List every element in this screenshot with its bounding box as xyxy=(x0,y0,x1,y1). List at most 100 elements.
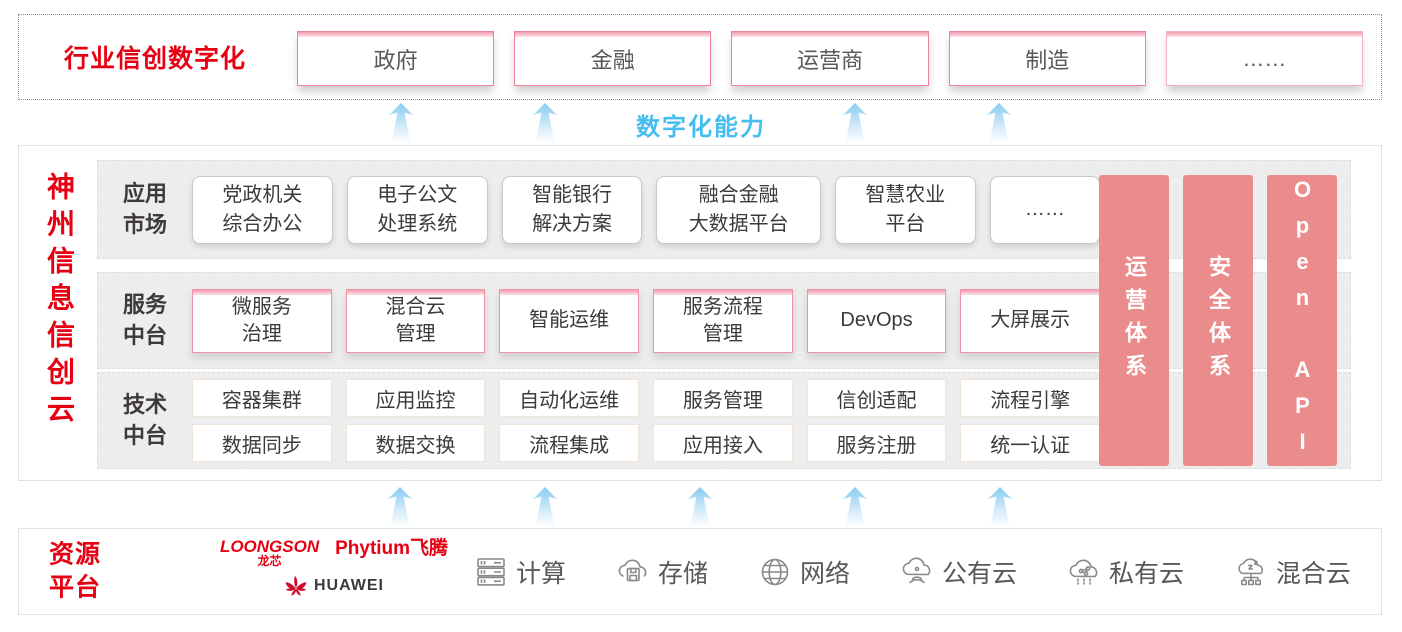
row-tech-platform-inner: 技术 中台 容器集群 应用监控 自动化运维 服务管理 信创适配 流程引擎 数据同… xyxy=(112,373,1101,468)
app-box-more: …… xyxy=(989,175,1101,244)
svc-box-service-process-mgmt: 服务流程 管理 xyxy=(653,288,793,353)
resource-item-private-cloud: 私有云 xyxy=(1064,552,1184,592)
tab-accent-strip xyxy=(949,32,1145,37)
up-arrow-icon xyxy=(388,487,412,527)
svc-box-label: DevOps xyxy=(840,309,913,331)
svc-box-devops: DevOps xyxy=(806,288,947,353)
row-service-platform-inner: 服务 中台 微服务 治理 混合云 管理 智能运维 服务流程 管理 DevOps … xyxy=(112,273,1101,368)
box-accent-strip xyxy=(654,289,792,295)
resource-item-network: 网络 xyxy=(755,552,850,592)
huawei-wordmark: HUAWEI xyxy=(314,577,384,595)
industry-tab-manufacturing: 制造 xyxy=(948,31,1146,86)
tech-box-unified-auth: 统一认证 xyxy=(960,424,1101,462)
tab-accent-strip xyxy=(515,32,711,37)
vendor-logos: LOONGSON 龙芯 Phytium飞腾 HUAWEI xyxy=(209,538,459,597)
resource-item-label: 私有云 xyxy=(1108,559,1184,588)
pillar-security-system: 安全体系 xyxy=(1183,175,1253,466)
capability-label: 数字化能力 xyxy=(636,114,766,141)
resource-panel: 资源 平台 LOONGSON 龙芯 Phytium飞腾 xyxy=(18,528,1382,615)
app-box-smart-agriculture: 智慧农业 平台 xyxy=(834,175,976,244)
platform-panel: 神州信息信创云 应用 市场 党政机关 综合办公 电子公文 处理系统 智能银行 解… xyxy=(18,145,1382,481)
row-application-market-inner: 应用 市场 党政机关 综合办公 电子公文 处理系统 智能银行 解决方案 融合金融… xyxy=(112,161,1101,258)
svc-box-dashboard-display: 大屏展示 xyxy=(960,288,1101,353)
hybrid-cloud-icon xyxy=(1238,557,1263,585)
tech-box-service-mgmt: 服务管理 xyxy=(653,379,793,417)
tech-box-process-engine: 流程引擎 xyxy=(960,379,1101,417)
box-accent-strip xyxy=(193,289,331,295)
svc-box-label: 微服务 治理 xyxy=(231,295,292,345)
tech-box-service-registry: 服务注册 xyxy=(806,424,947,462)
resource-item-compute: 计算 xyxy=(471,552,566,592)
industry-tab-row: 政府 金融 运营商 制造 …… xyxy=(297,31,1364,86)
tech-box-xinchuang-adaptation: 信创适配 xyxy=(806,379,947,417)
up-arrow-icon xyxy=(533,103,557,143)
industry-tab-label: …… xyxy=(1242,45,1287,71)
svc-box-hybrid-cloud-mgmt: 混合云 管理 xyxy=(345,288,486,353)
up-arrow-icon xyxy=(688,487,712,527)
industry-banner-title: 行业信创数字化 xyxy=(64,45,247,73)
tech-box-container-cluster: 容器集群 xyxy=(192,379,332,417)
tech-box-process-integration: 流程集成 xyxy=(499,424,640,462)
tech-box-row-2: 数据同步 数据交换 流程集成 应用接入 服务注册 统一认证 xyxy=(192,424,1101,462)
resource-item-label: 计算 xyxy=(516,559,567,588)
svc-box-label: 服务流程 管理 xyxy=(682,295,763,345)
huawei-flower-icon xyxy=(285,576,307,596)
tech-box-automated-ops: 自动化运维 xyxy=(499,379,640,417)
tab-accent-strip xyxy=(732,32,928,37)
pillar-operation-system: 运营体系 xyxy=(1099,175,1169,466)
svc-box-microservice-governance: 微服务 治理 xyxy=(192,288,332,353)
up-arrow-icon xyxy=(843,103,867,143)
industry-tab-label: 政府 xyxy=(373,47,418,73)
up-arrow-icon xyxy=(988,487,1012,527)
up-arrow-icon xyxy=(533,487,557,527)
resource-item-label: 公有云 xyxy=(941,559,1017,588)
svc-box-label: 大屏展示 xyxy=(990,309,1071,331)
box-accent-strip xyxy=(346,289,485,295)
svc-box-label: 混合云 管理 xyxy=(385,295,446,345)
resource-panel-title: 资源 平台 xyxy=(49,539,102,602)
vendor-logo-row-1: LOONGSON 龙芯 Phytium飞腾 xyxy=(209,538,459,568)
industry-tab-label: 制造 xyxy=(1025,47,1070,73)
loongson-wordmark: LOONGSON xyxy=(219,537,320,556)
up-arrow-icon xyxy=(389,103,413,143)
industry-banner: 行业信创数字化 政府 金融 运营商 制造 …… xyxy=(18,14,1382,100)
network-globe-icon xyxy=(761,558,789,585)
industry-tab-government: 政府 xyxy=(297,31,495,86)
row-tech-platform: 技术 中台 容器集群 应用监控 自动化运维 服务管理 信创适配 流程引擎 数据同… xyxy=(97,372,1351,469)
resource-item-hybrid-cloud: 混合云 xyxy=(1231,552,1351,592)
private-cloud-icon xyxy=(1069,559,1098,585)
resource-item-row: 计算 存储 网络 公有云 xyxy=(471,529,1351,614)
pillar-open-api: Open API xyxy=(1267,175,1337,466)
resource-item-label: 存储 xyxy=(657,559,708,588)
box-accent-strip xyxy=(500,289,639,295)
resource-item-label: 混合云 xyxy=(1275,559,1351,588)
svc-box-label: 智能运维 xyxy=(529,309,610,331)
server-rack-icon xyxy=(477,557,505,586)
box-accent-strip xyxy=(961,289,1100,295)
loongson-logo: LOONGSON 龙芯 xyxy=(220,538,319,568)
tech-box-app-access: 应用接入 xyxy=(653,424,793,462)
loongson-cn-label: 龙芯 xyxy=(257,554,282,568)
up-arrow-icon xyxy=(987,103,1011,143)
up-arrow-icon xyxy=(843,487,867,527)
box-accent-strip xyxy=(807,289,946,295)
vendor-logo-row-2: HUAWEI xyxy=(209,575,459,597)
platform-title: 神州信息信创云 xyxy=(44,172,75,431)
tech-box-row-1: 容器集群 应用监控 自动化运维 服务管理 信创适配 流程引擎 xyxy=(192,379,1101,417)
tab-accent-strip xyxy=(298,32,494,37)
industry-tab-label: 金融 xyxy=(590,47,635,73)
app-box-edoc-system: 电子公文 处理系统 xyxy=(346,175,488,244)
svc-box-intelligent-ops: 智能运维 xyxy=(499,288,640,353)
app-box-finance-bigdata: 融合金融 大数据平台 xyxy=(656,175,821,244)
row-label-application-market: 应用 市场 xyxy=(122,180,167,237)
storage-cloud-icon xyxy=(618,559,647,581)
row-label-tech-platform: 技术 中台 xyxy=(122,391,167,448)
app-box-gov-office: 党政机关 综合办公 xyxy=(192,175,333,244)
tech-box-data-exchange: 数据交换 xyxy=(345,424,486,462)
industry-tab-finance: 金融 xyxy=(514,31,712,86)
phytium-logo: Phytium飞腾 xyxy=(335,538,449,559)
tech-box-data-sync: 数据同步 xyxy=(192,424,332,462)
resource-item-storage: 存储 xyxy=(613,552,708,592)
tech-box-app-monitoring: 应用监控 xyxy=(345,379,486,417)
industry-tab-more: …… xyxy=(1165,31,1364,86)
